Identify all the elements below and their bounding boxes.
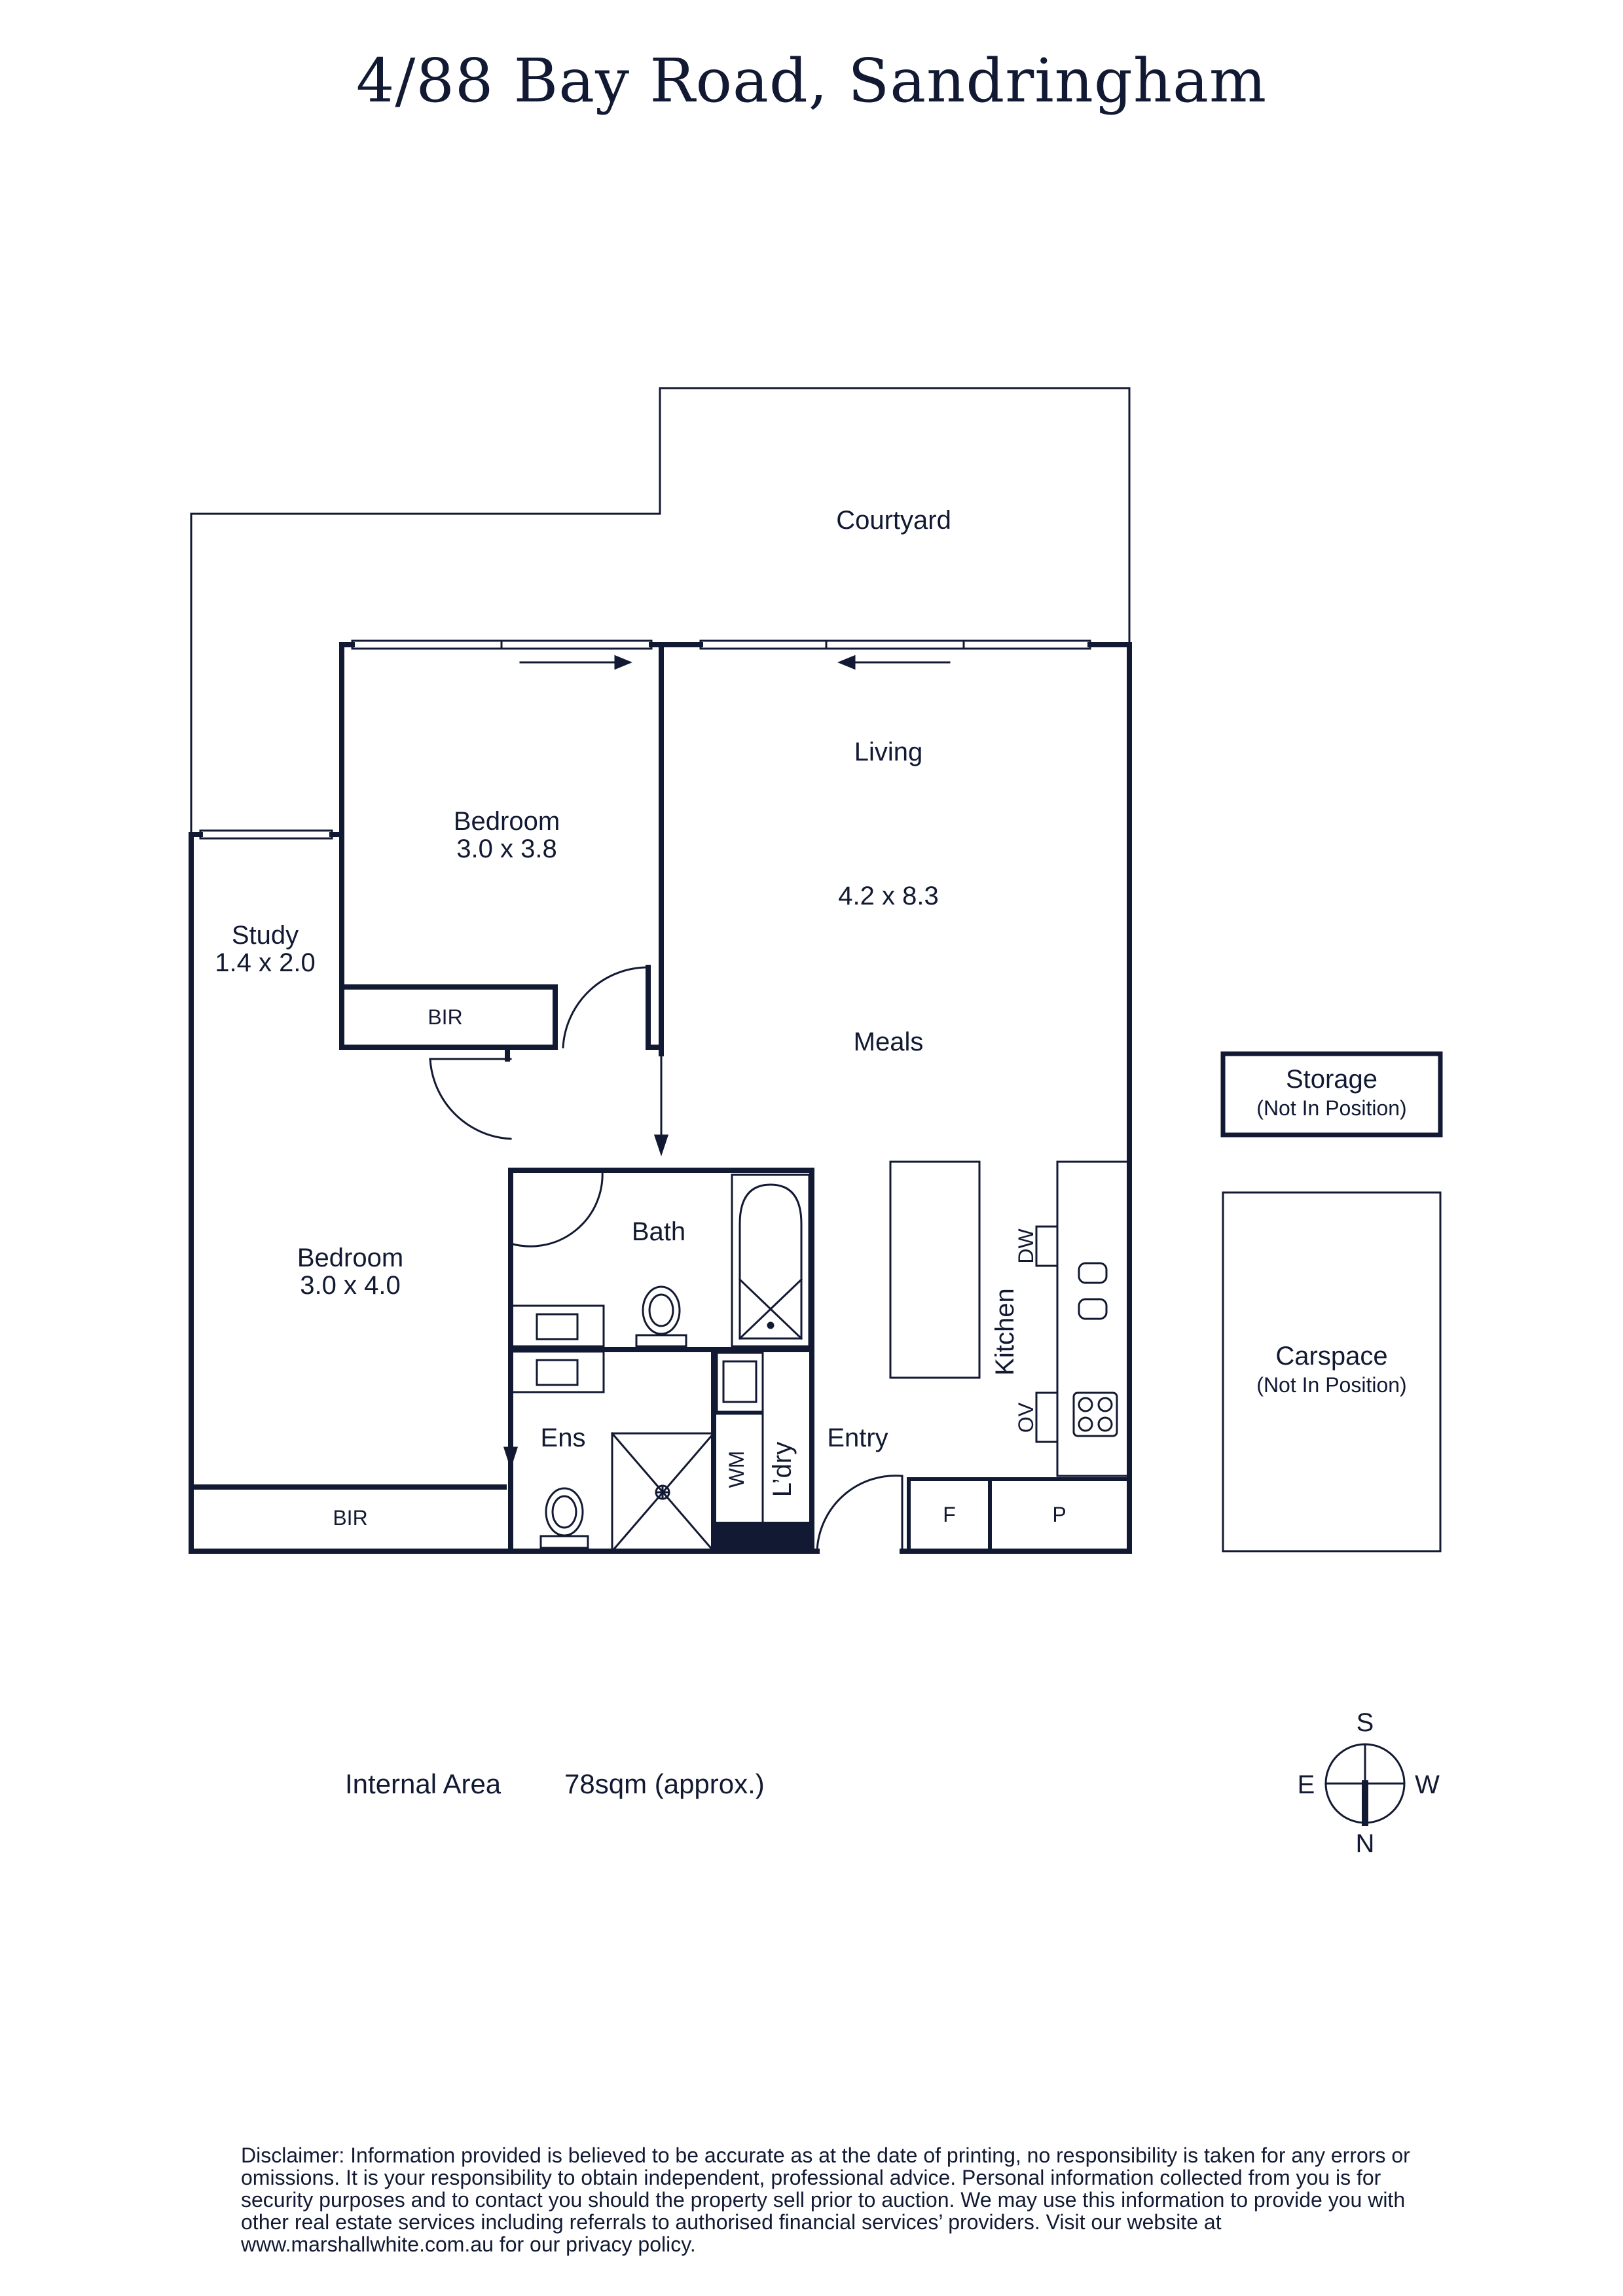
compass-west: W — [1415, 1770, 1440, 1799]
label-laundry: L’dry — [768, 1442, 797, 1498]
label-living: Living — [854, 738, 923, 766]
label-courtyard: Courtyard — [836, 506, 951, 535]
label-pantry: P — [1052, 1503, 1066, 1526]
label-meals: Meals — [854, 1028, 924, 1056]
label-study: Study — [232, 921, 299, 950]
label-bir-2: BIR — [333, 1506, 367, 1530]
compass-north: N — [1356, 1829, 1375, 1858]
windows — [199, 639, 1091, 840]
label-ens: Ens — [541, 1424, 586, 1452]
fridge-pantry — [907, 1477, 1131, 1553]
kitchen-fixtures — [889, 1160, 1131, 1477]
label-bir-1: BIR — [428, 1005, 462, 1029]
label-living-dims: 4.2 x 8.3 — [838, 882, 938, 910]
storage-box — [1220, 1051, 1443, 1138]
courtyard-boundary — [190, 387, 1131, 833]
compass-south: S — [1357, 1708, 1374, 1737]
ens-fixtures — [539, 1431, 716, 1553]
internal-area-value: 78sqm (approx.) — [564, 1768, 765, 1799]
door-swings — [429, 966, 903, 1552]
label-study-dims: 1.4 x 2.0 — [215, 948, 315, 977]
label-storage-note: (Not In Position) — [1256, 1096, 1406, 1120]
label-wm: WM — [725, 1451, 748, 1488]
label-bedroom-2: Bedroom — [297, 1244, 403, 1272]
internal-area-label: Internal Area — [345, 1768, 501, 1799]
sliding-arrows — [519, 655, 951, 670]
page-title: 4/88 Bay Road, Sandringham — [356, 46, 1267, 116]
label-ov: OV — [1014, 1402, 1038, 1433]
carspace-box — [1222, 1191, 1442, 1552]
interior-walls — [189, 965, 814, 1554]
label-bath: Bath — [632, 1217, 685, 1246]
label-carspace: Carspace — [1275, 1342, 1387, 1371]
bir-lines — [190, 1348, 715, 1488]
label-bedroom-1: Bedroom — [454, 807, 560, 836]
label-fridge: F — [943, 1503, 956, 1526]
label-entry: Entry — [827, 1424, 888, 1452]
exterior-walls — [189, 642, 1132, 1554]
bath-fixtures — [509, 1174, 811, 1393]
compass-east: E — [1298, 1770, 1315, 1799]
label-bedroom-2-dims: 3.0 x 4.0 — [300, 1271, 400, 1300]
label-carspace-note: (Not In Position) — [1256, 1373, 1406, 1397]
label-bedroom-1-dims: 3.0 x 3.8 — [456, 834, 556, 863]
entry-arrows — [503, 1052, 669, 1469]
laundry-bench — [715, 1522, 812, 1551]
compass — [1324, 1743, 1406, 1826]
label-dw: DW — [1014, 1229, 1038, 1264]
label-kitchen: Kitchen — [991, 1288, 1019, 1375]
label-storage: Storage — [1286, 1065, 1377, 1094]
disclaimer-text: Disclaimer: Information provided is beli… — [241, 2144, 1410, 2256]
laundry-fixtures — [716, 1352, 764, 1523]
